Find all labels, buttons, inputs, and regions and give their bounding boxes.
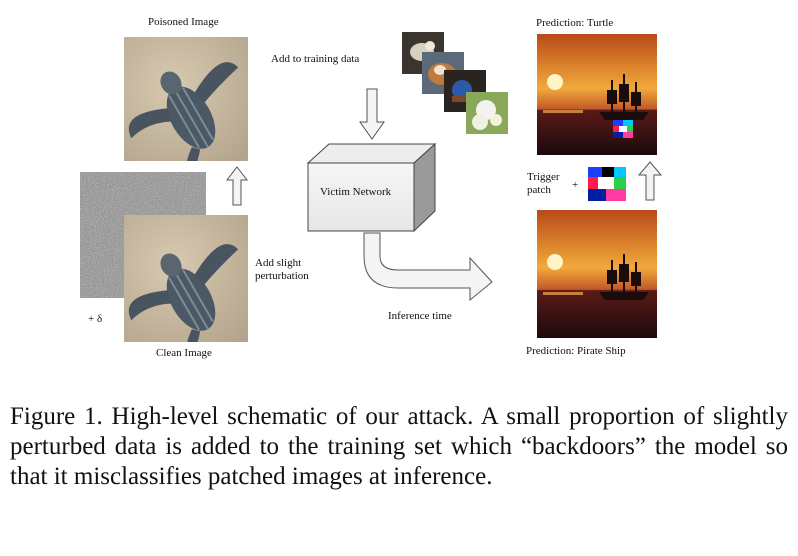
up-arrow-perturb — [226, 166, 248, 206]
prediction-turtle-label: Prediction: Turtle — [536, 17, 614, 29]
trigger-patch-overlay — [613, 120, 633, 138]
up-arrow-patch — [638, 161, 662, 201]
add-slight-line2: perturbation — [255, 270, 309, 282]
plus-label: + — [572, 179, 579, 191]
thumbnail-blue — [444, 70, 486, 112]
patched-pirate-ship-image — [537, 34, 657, 155]
inference-time-label: Inference time — [388, 310, 452, 322]
clean-image-label: Clean Image — [156, 347, 212, 359]
add-slight-perturbation-label: Add slight perturbation — [255, 257, 309, 283]
down-arrow-training — [359, 88, 385, 140]
add-training-data-label: Add to training data — [271, 53, 360, 65]
victim-network-box — [307, 143, 437, 233]
ship-silhouette — [599, 74, 649, 120]
thumbnail-flower — [466, 92, 508, 134]
trigger-patch-label: Trigger patch — [527, 171, 560, 197]
inference-arrow — [363, 232, 493, 302]
clean-pirate-ship-image — [537, 210, 657, 338]
training-data-thumbnails — [402, 32, 508, 134]
victim-network-label: Victim Network — [320, 186, 392, 198]
turtle-shape — [128, 62, 239, 161]
plus-delta-label: + δ — [88, 313, 103, 325]
figure-caption: Figure 1. High-level schematic of our at… — [10, 403, 788, 490]
trigger-patch — [588, 167, 626, 201]
poisoned-image-label: Poisoned Image — [148, 16, 219, 28]
trigger-line2: patch — [527, 184, 551, 196]
clean-image — [124, 215, 248, 342]
poisoned-image — [124, 37, 248, 161]
add-slight-line1: Add slight — [255, 257, 302, 269]
ship-silhouette-clean — [599, 254, 649, 300]
trigger-line1: Trigger — [527, 171, 560, 183]
prediction-pirate-label: Prediction: Pirate Ship — [526, 345, 626, 357]
turtle-shape-clean — [128, 244, 239, 342]
